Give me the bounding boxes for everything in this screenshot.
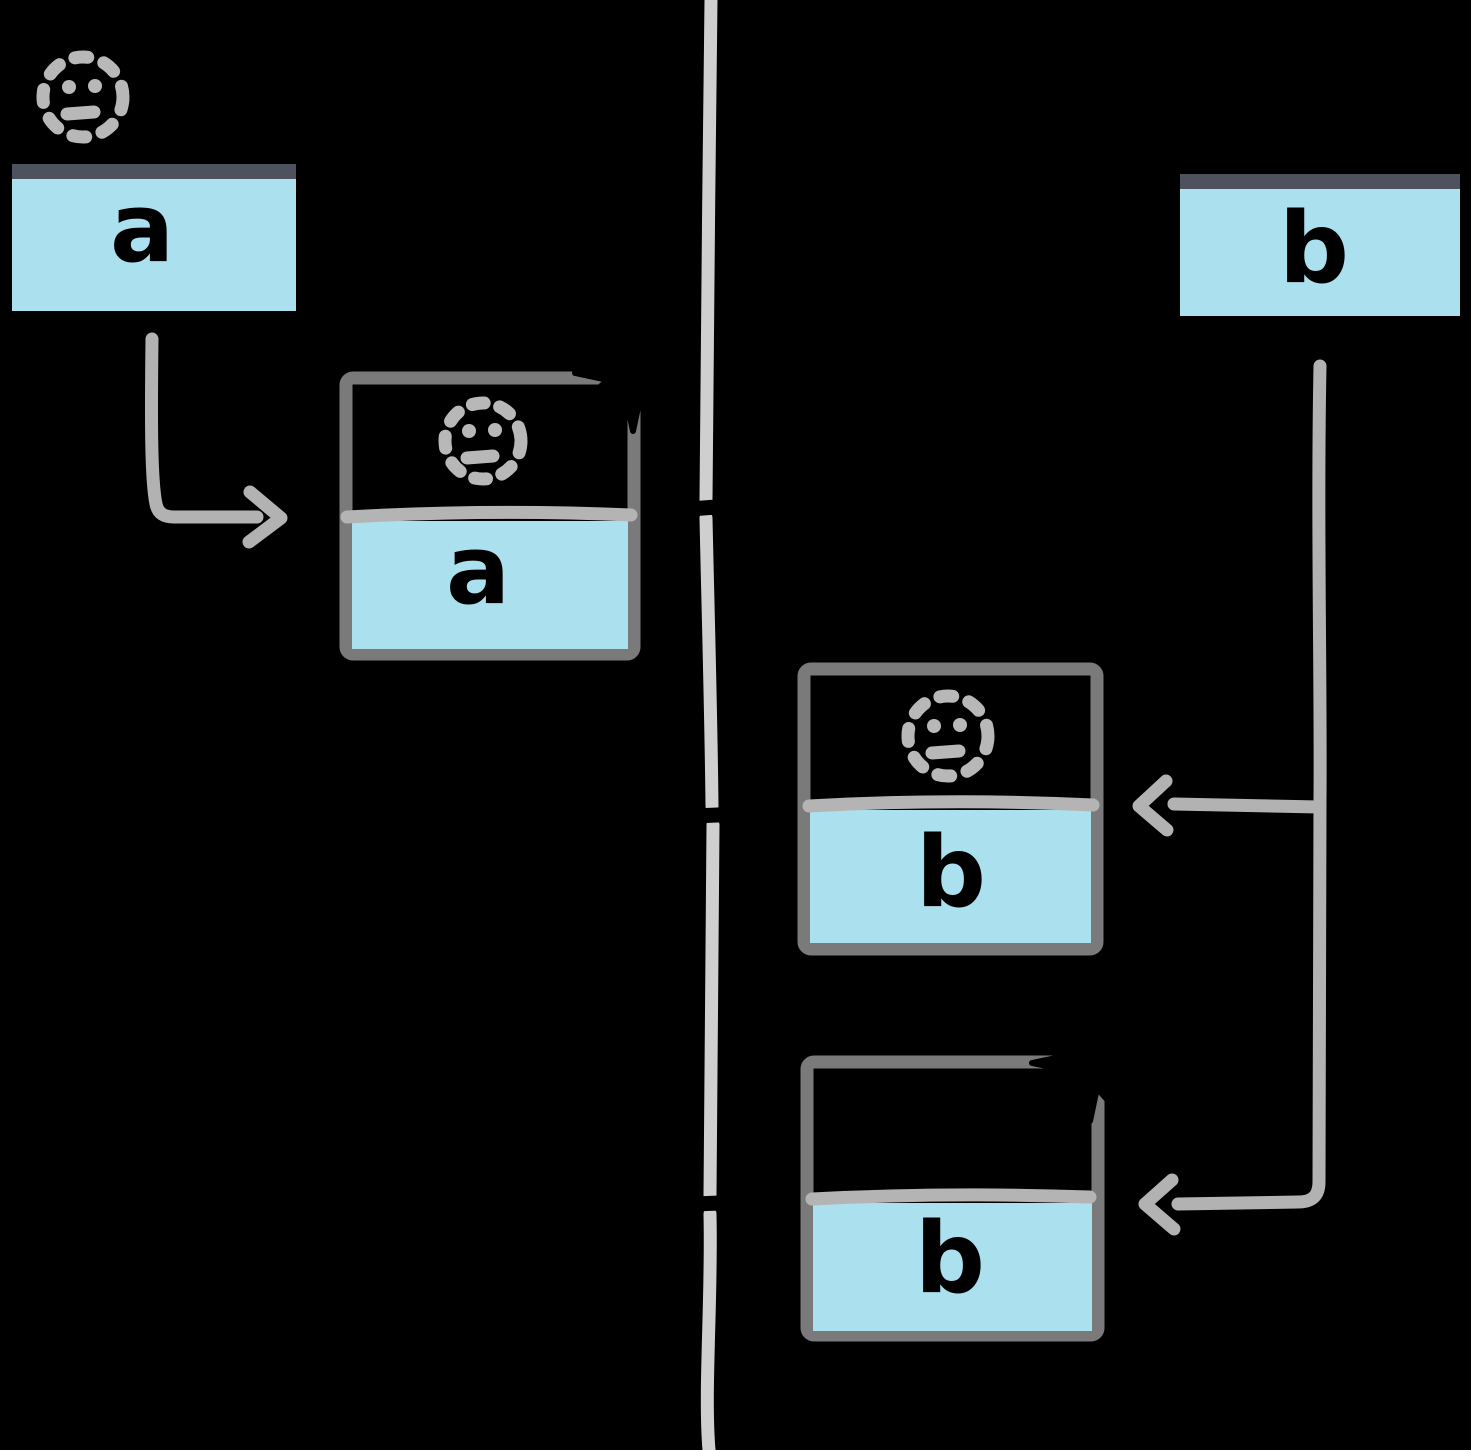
boundary-crossing-mark — [637, 804, 798, 826]
process-b-child-mailbox — [810, 810, 1091, 943]
smiley-eye — [953, 718, 967, 732]
scribble-icon — [163, 76, 273, 105]
boundary-segment — [703, 818, 720, 1202]
mailbox-label: b — [1279, 192, 1349, 306]
node-boundary-line — [699, 0, 720, 1450]
mailboxes — [12, 164, 1460, 1331]
arrow-shaft — [1167, 797, 1326, 814]
process-b-dead-mailbox — [813, 1203, 1092, 1331]
process-a-parent-mailbox — [12, 179, 296, 311]
mailbox-divider — [802, 795, 1100, 813]
smiley-eye — [88, 79, 102, 93]
boundary-crossings — [633, 496, 808, 1214]
bursts — [572, 312, 1151, 1124]
process-b-parent-mailbox — [1180, 189, 1460, 316]
boundary-segment — [699, 511, 719, 813]
boundary-segment — [699, 0, 718, 507]
burst-icon — [572, 312, 694, 434]
arrowhead-icon — [242, 485, 288, 549]
smiley-icons — [36, 50, 995, 1175]
smiley-ring — [36, 50, 130, 144]
dotted-smiley-icon — [438, 396, 528, 486]
smiley-ring — [901, 689, 995, 783]
arrowhead-icon — [1138, 1173, 1181, 1236]
process-b-parent-outline — [1173, 13, 1467, 323]
link-arrows-right — [1132, 359, 1327, 1236]
arrow-shaft — [1171, 359, 1327, 1211]
smiley-eye — [488, 423, 502, 437]
mailbox-label: a — [110, 174, 174, 284]
boundary-crossing-mark — [668, 496, 765, 518]
smiley-eye — [462, 424, 476, 438]
dead-cross — [911, 1092, 985, 1163]
smiley-mouth — [60, 105, 101, 121]
ink-layer — [5, 11, 1467, 323]
smiley-ring — [438, 396, 528, 486]
mailbox-label: b — [915, 1202, 985, 1316]
process-a-parent-outline — [5, 11, 305, 321]
process-a-parent-header — [12, 164, 296, 180]
smiley-eye — [62, 80, 76, 94]
burst-icon — [1029, 1002, 1151, 1124]
dotted-smiley-icon — [901, 689, 995, 783]
process-b-parent-header — [1180, 174, 1460, 190]
boundary-crossing-mark — [633, 1192, 808, 1214]
mailbox-divider — [340, 505, 638, 524]
mailbox-divider — [805, 1188, 1097, 1206]
boundary-segment — [700, 1207, 717, 1450]
smiley-eye — [927, 719, 941, 733]
arrow-shaft — [144, 332, 264, 524]
arrowhead-icon — [1132, 774, 1174, 837]
dotted-smiley-icon — [36, 50, 130, 144]
mailbox-labels: a b a b b — [110, 174, 1349, 1316]
smiley-mouth — [925, 744, 966, 760]
scribble-icon — [1187, 28, 1413, 58]
mailbox-label: a — [446, 516, 510, 626]
smiley-mouth — [460, 449, 500, 465]
crossed-circle-icon — [899, 1079, 995, 1175]
spawn-arrow-left — [144, 332, 288, 549]
scribble-icon — [1195, 97, 1401, 125]
mailbox-label: b — [916, 816, 986, 930]
process-a-child-mailbox — [352, 521, 628, 649]
dead-ring — [899, 1079, 995, 1175]
